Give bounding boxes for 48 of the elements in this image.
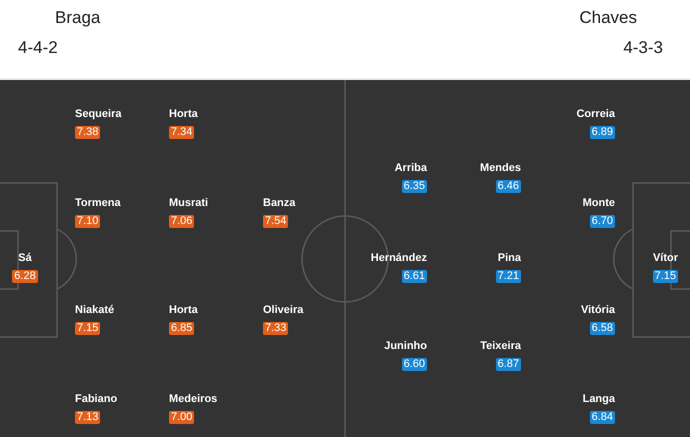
rating-badge: 7.15: [75, 322, 100, 335]
formation: 4-4-2: [18, 38, 58, 58]
rating-badge: 7.34: [169, 126, 194, 139]
player-name: Monte: [582, 196, 615, 210]
rating-badge: 7.06: [169, 215, 194, 228]
team-name: Chaves: [579, 8, 637, 28]
rating-badge: 6.61: [402, 270, 427, 283]
rating-badge: 6.60: [402, 358, 427, 371]
player-name: Banza: [263, 196, 296, 210]
rating-badge: 7.10: [75, 215, 100, 228]
player-name: Horta: [169, 303, 198, 317]
player-name: Correia: [576, 107, 615, 121]
player-name: Arriba: [394, 161, 427, 175]
player-name: Medeiros: [169, 392, 218, 406]
rating-badge: 7.21: [496, 270, 521, 283]
rating-badge: 6.84: [590, 411, 615, 424]
player-name: Juninho: [384, 339, 427, 353]
player-name: Niakaté: [75, 303, 114, 317]
rating-badge: 6.87: [496, 358, 521, 371]
rating-badge: 7.38: [75, 126, 100, 139]
player-name: Mendes: [480, 161, 521, 175]
formation: 4-3-3: [623, 38, 663, 58]
player-name: Musrati: [169, 196, 208, 210]
rating-badge: 7.33: [263, 322, 288, 335]
player-name: Pina: [498, 251, 521, 265]
rating-badge: 6.89: [590, 126, 615, 139]
team-name: Braga: [55, 8, 100, 28]
rating-badge: 7.15: [652, 270, 678, 283]
rating-badge: 6.35: [402, 180, 427, 193]
rating-badge: 6.28: [12, 270, 38, 283]
player-name: Sequeira: [75, 107, 122, 121]
rating-badge: 6.58: [590, 322, 615, 335]
player-name: Oliveira: [263, 303, 304, 317]
player-name: Vitória: [580, 303, 615, 317]
player-name: Sá: [18, 251, 32, 265]
rating-badge: 6.70: [590, 215, 615, 228]
player-name: Vítor: [652, 251, 678, 265]
rating-badge: 6.85: [169, 322, 194, 335]
rating-badge: 6.46: [496, 180, 521, 193]
player-name: Hernández: [370, 251, 427, 265]
player-name: Horta: [169, 107, 198, 121]
rating-badge: 7.00: [169, 411, 194, 424]
player-name: Teixeira: [480, 339, 521, 353]
player-name: Langa: [582, 392, 615, 406]
rating-badge: 7.54: [263, 215, 288, 228]
player-name: Tormena: [75, 196, 121, 210]
player-name: Fabiano: [75, 392, 118, 406]
rating-badge: 7.13: [75, 411, 100, 424]
